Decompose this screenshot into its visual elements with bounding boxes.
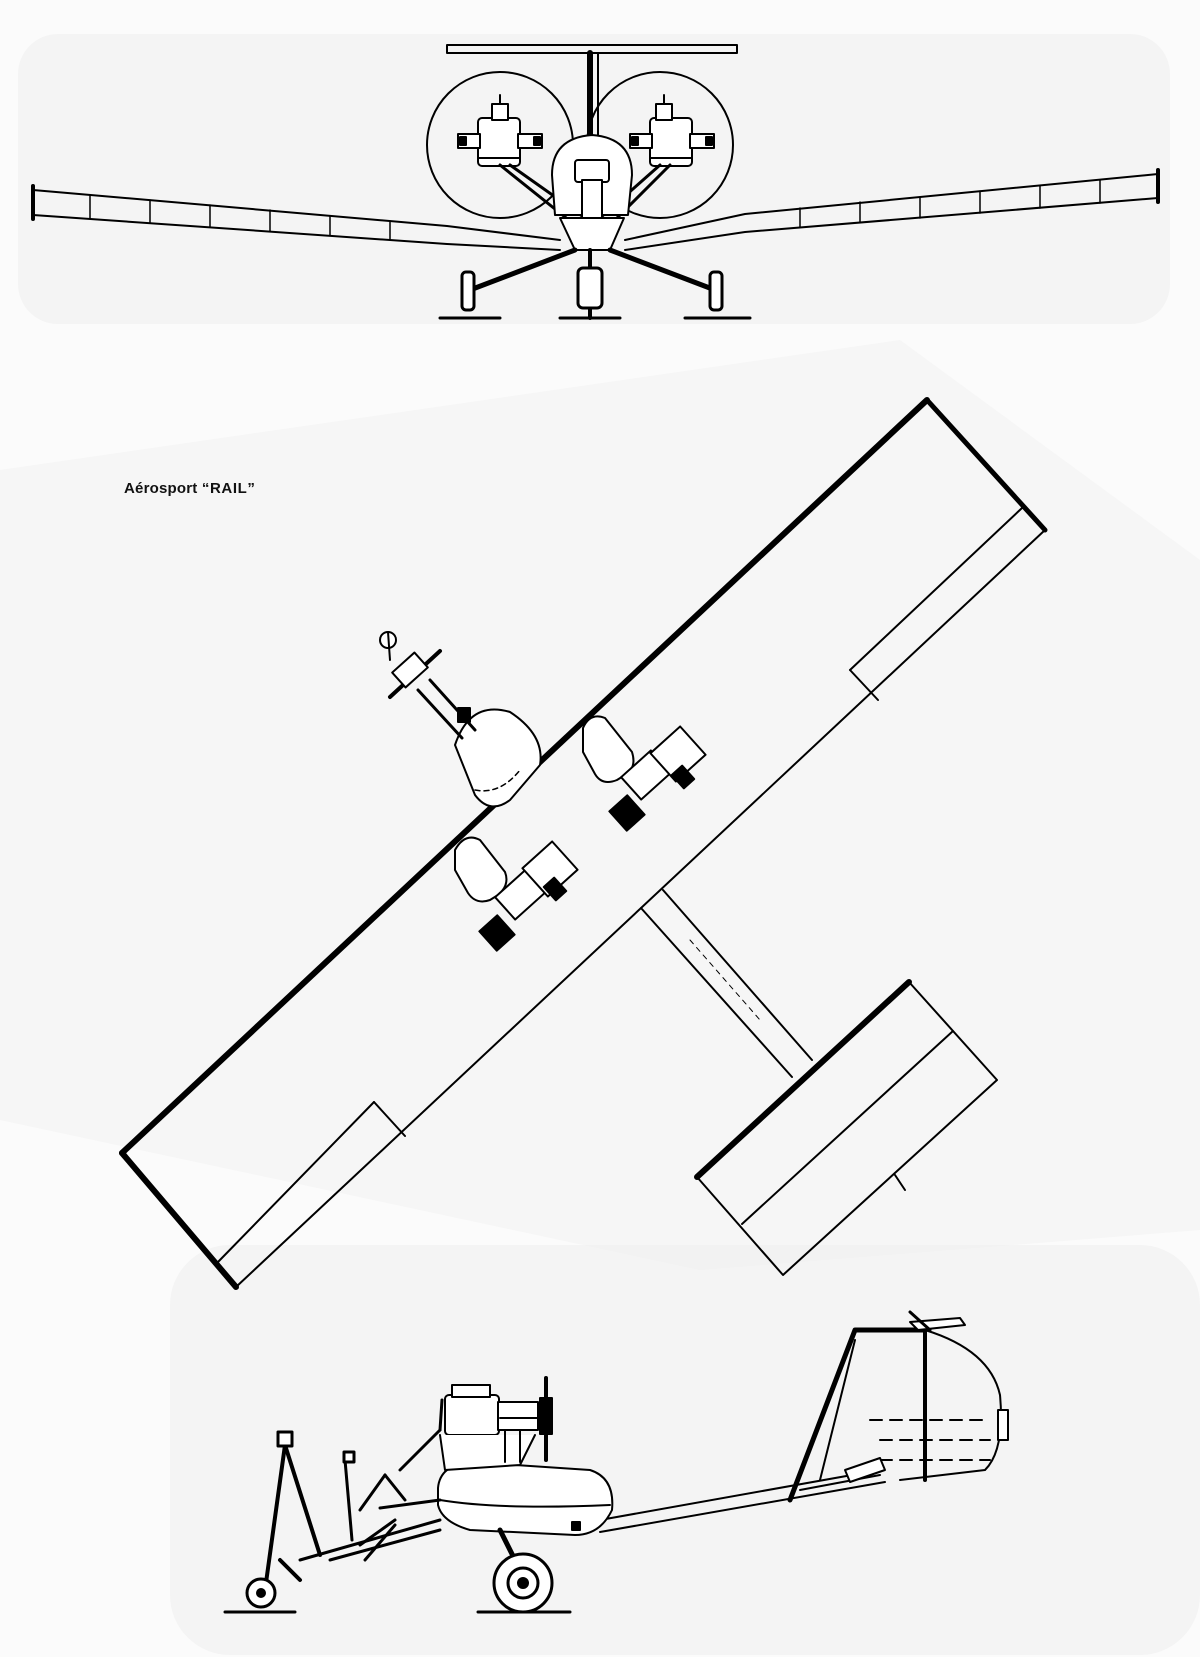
front-landing-gear <box>438 247 752 320</box>
front-fuselage-pod <box>551 134 633 251</box>
plan-right-engine <box>582 715 707 832</box>
side-tail-boom <box>599 1469 886 1533</box>
side-fin-rudder <box>787 1310 1009 1503</box>
right-aileron <box>849 507 1023 701</box>
plan-view <box>119 397 1048 1290</box>
side-main-gear <box>476 1527 572 1614</box>
drawing-caption: Aérosport “RAIL” <box>124 480 255 497</box>
side-tail-fitting <box>844 1457 886 1483</box>
front-wing <box>31 168 1160 251</box>
side-view <box>223 1310 1009 1614</box>
plan-tail-boom <box>640 889 813 1078</box>
caption-maker: Aérosport <box>124 480 198 497</box>
plan-pilot-pod <box>379 631 542 808</box>
side-seat-frame <box>298 1398 444 1562</box>
nose-gear-top <box>379 631 442 699</box>
right-engine <box>629 94 715 167</box>
side-engine <box>439 1376 553 1471</box>
side-nacelle <box>437 1461 614 1536</box>
plan-tailplane <box>694 979 998 1276</box>
side-nose-gear <box>223 1430 322 1614</box>
paper-shading <box>0 34 1200 1655</box>
front-view <box>31 44 1160 320</box>
plan-left-engine <box>454 836 579 952</box>
left-aileron <box>217 1101 406 1263</box>
caption-model: “RAIL” <box>201 480 256 497</box>
